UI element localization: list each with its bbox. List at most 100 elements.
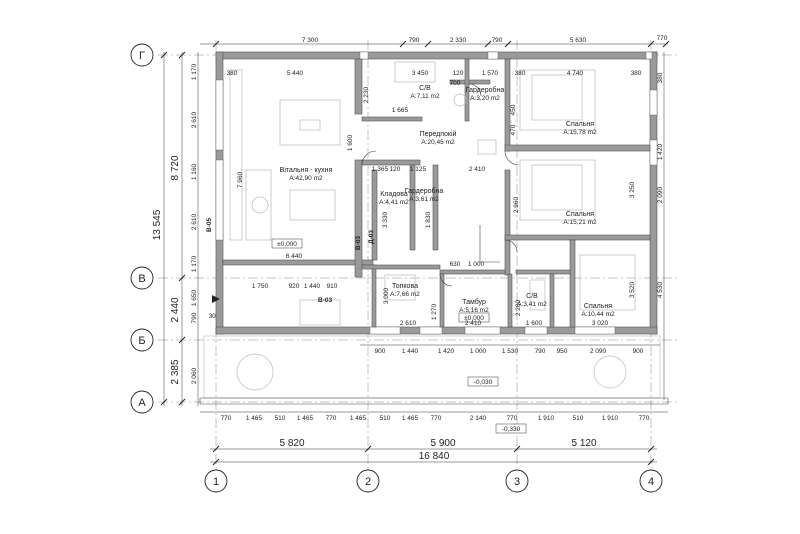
- svg-text:A:3,41 m2: A:3,41 m2: [517, 301, 547, 308]
- svg-text:Топкова: Топкова: [392, 283, 418, 290]
- svg-text:790: 790: [535, 348, 546, 355]
- room-bedroom-2: Спальня A:15,21 m2: [563, 211, 597, 226]
- svg-text:4 740: 4 740: [567, 70, 584, 77]
- svg-text:1 125: 1 125: [410, 166, 427, 173]
- svg-text:Гардеробна: Гардеробна: [405, 187, 444, 195]
- svg-text:3 520: 3 520: [629, 281, 636, 298]
- svg-text:7 960: 7 960: [237, 171, 244, 188]
- svg-text:770: 770: [221, 415, 232, 422]
- room-hallway: Передпокій A:20,45 m2: [420, 130, 457, 146]
- svg-text:A:4,41 m2: A:4,41 m2: [379, 199, 409, 206]
- svg-text:В: В: [138, 273, 145, 285]
- svg-text:A:15,78 m2: A:15,78 m2: [563, 129, 597, 136]
- svg-text:Д-03: Д-03: [368, 230, 375, 244]
- svg-text:3 450: 3 450: [412, 70, 429, 77]
- svg-text:1 750: 1 750: [252, 283, 269, 290]
- svg-text:2 385: 2 385: [170, 359, 181, 384]
- svg-text:120: 120: [453, 70, 464, 77]
- room-bathroom-1: С/В A:7,11 m2: [410, 85, 440, 100]
- svg-text:2 230: 2 230: [363, 86, 370, 103]
- svg-text:A:20,45 m2: A:20,45 m2: [421, 139, 455, 146]
- doors: [361, 83, 520, 287]
- svg-text:Тамбур: Тамбур: [462, 298, 486, 306]
- svg-text:A:5,16 m2: A:5,16 m2: [459, 307, 489, 314]
- svg-text:1 420: 1 420: [657, 143, 664, 160]
- svg-text:С/В: С/В: [419, 85, 431, 92]
- svg-text:1 440: 1 440: [304, 283, 321, 290]
- svg-text:13 545: 13 545: [152, 209, 163, 240]
- svg-text:1 465: 1 465: [402, 415, 419, 422]
- svg-text:В-03: В-03: [318, 297, 332, 304]
- svg-text:2 330: 2 330: [450, 37, 467, 44]
- svg-text:900: 900: [375, 348, 386, 355]
- svg-text:2 610: 2 610: [191, 111, 198, 128]
- svg-text:2: 2: [365, 476, 371, 488]
- svg-text:В-05: В-05: [206, 218, 213, 232]
- axis-markers: Г В Б А 1 2 3 4: [130, 43, 663, 493]
- svg-text:770: 770: [431, 415, 442, 422]
- svg-text:1 465: 1 465: [297, 415, 314, 422]
- svg-text:4 530: 4 530: [657, 281, 664, 298]
- svg-text:700: 700: [450, 80, 461, 87]
- right-dimensions: 380 1 420 2 090 4 530: [657, 52, 665, 400]
- bottom-window-dimensions: 770 1 465 510 1 465 770 1 465 510 1 465 …: [200, 411, 668, 422]
- svg-text:16 840: 16 840: [419, 451, 450, 462]
- svg-text:2 410: 2 410: [469, 166, 486, 173]
- svg-text:Спальня: Спальня: [566, 211, 594, 218]
- svg-text:2 200: 2 200: [515, 299, 522, 316]
- svg-text:3 250: 3 250: [629, 181, 636, 198]
- svg-text:900: 900: [633, 348, 644, 355]
- svg-text:Вітальня - кухня: Вітальня - кухня: [280, 166, 333, 174]
- svg-text:±0,000: ±0,000: [464, 315, 484, 322]
- svg-text:5 630: 5 630: [570, 37, 587, 44]
- interior-dimensions: 2 230 1 665 1 600 1 365 120 1 125 2 410 …: [237, 80, 636, 327]
- svg-text:2 440: 2 440: [170, 297, 181, 322]
- axis-marker-row-g: Г: [130, 43, 154, 67]
- svg-text:770: 770: [507, 415, 518, 422]
- svg-text:380: 380: [631, 70, 642, 77]
- svg-text:2 090: 2 090: [590, 348, 607, 355]
- svg-text:510: 510: [573, 415, 584, 422]
- top-dimension-chain: 7 300 790 2 330 790 5 630 770: [200, 35, 670, 48]
- svg-text:510: 510: [275, 415, 286, 422]
- svg-text:470: 470: [510, 124, 517, 135]
- svg-text:2 060: 2 060: [191, 367, 198, 384]
- bottom-inner-dimensions: 900 1 440 1 420 1 000 1 530 790 950 2 09…: [360, 344, 660, 355]
- svg-text:450: 450: [510, 104, 517, 115]
- svg-text:Спальня: Спальня: [566, 121, 594, 128]
- svg-text:1 170: 1 170: [191, 255, 198, 272]
- svg-text:770: 770: [639, 415, 650, 422]
- svg-text:1 530: 1 530: [502, 348, 519, 355]
- room-bedroom-3: Спальня A:10,44 m2: [581, 303, 615, 318]
- svg-text:910: 910: [327, 283, 338, 290]
- svg-text:Г: Г: [139, 50, 145, 62]
- svg-text:-0,330: -0,330: [502, 426, 521, 433]
- svg-text:A:15,21 m2: A:15,21 m2: [563, 219, 597, 226]
- svg-text:630: 630: [450, 261, 461, 268]
- svg-text:1 570: 1 570: [482, 70, 499, 77]
- room-labels: Вітальня - кухня A:42,90 m2 С/В A:7,11 m…: [280, 85, 615, 318]
- svg-text:510: 510: [380, 415, 391, 422]
- svg-text:Спальня: Спальня: [584, 303, 612, 310]
- svg-text:1 160: 1 160: [191, 163, 198, 180]
- svg-text:Передпокій: Передпокій: [420, 130, 457, 138]
- left-dimension-chain: 13 545 8 720 2 440 2 385 1 170 2 610 1 1…: [152, 51, 220, 406]
- interior-walls: [222, 58, 651, 328]
- svg-text:2 610: 2 610: [400, 320, 417, 327]
- svg-text:Б: Б: [138, 335, 145, 347]
- axis-marker-row-v: В: [130, 266, 154, 290]
- svg-text:300: 300: [209, 313, 220, 320]
- bottom-total-dimensions: 5 820 5 900 5 120 16 840: [210, 438, 657, 466]
- svg-text:1 365: 1 365: [372, 166, 389, 173]
- svg-text:Гардеробна: Гардеробна: [466, 86, 505, 94]
- svg-text:5 120: 5 120: [571, 438, 596, 449]
- svg-text:A:3,20 m2: A:3,20 m2: [470, 95, 500, 102]
- level-marks: ±0,000 ±0,000 -0,030 -0,330: [271, 238, 527, 434]
- svg-text:A:42,90 m2: A:42,90 m2: [289, 175, 323, 182]
- axis-marker-col-2: 2: [356, 469, 380, 493]
- svg-text:A:7,66 m2: A:7,66 m2: [390, 291, 420, 298]
- axis-marker-col-1: 1: [204, 469, 228, 493]
- svg-text:A:10,44 m2: A:10,44 m2: [581, 311, 615, 318]
- svg-text:1 000: 1 000: [470, 348, 487, 355]
